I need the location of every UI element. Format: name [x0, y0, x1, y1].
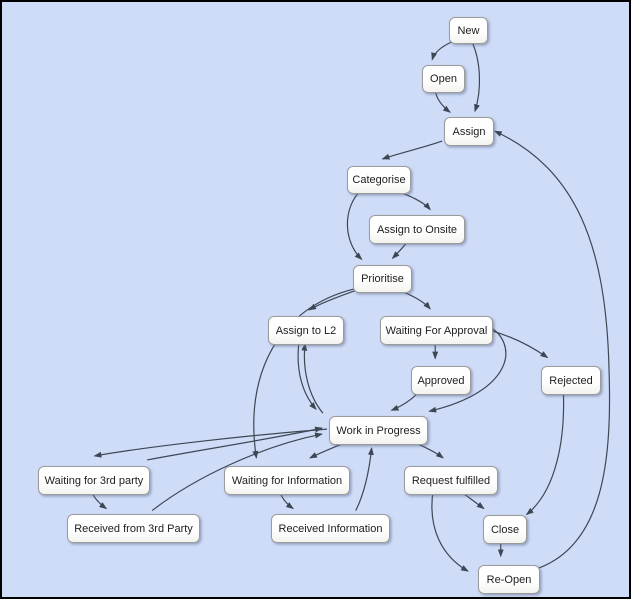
edge-r3p-to-wip [151, 432, 323, 512]
edge-new-to-assign [471, 41, 481, 113]
node-close[interactable]: Close [483, 515, 527, 544]
edge-w3p-to-wip [147, 426, 323, 461]
node-wfi[interactable]: Waiting for Information [224, 466, 350, 495]
edge-prioritise-to-l2 [308, 288, 360, 311]
edge-new-to-open [431, 41, 453, 61]
node-categorise[interactable]: Categorise [347, 166, 411, 194]
node-rf[interactable]: Request fulfilled [404, 466, 498, 495]
node-wip[interactable]: Work in Progress [329, 416, 428, 445]
edge-l2-to-wip [297, 340, 317, 411]
node-approved[interactable]: Approved [411, 366, 471, 395]
edge-open-to-assign [434, 90, 451, 113]
node-assign[interactable]: Assign [444, 117, 494, 146]
node-w3p[interactable]: Waiting for 3rd party [38, 466, 150, 495]
edge-wip-to-w3p [93, 428, 327, 458]
edge-wfa-to-rejected [487, 329, 549, 359]
node-onsite[interactable]: Assign to Onsite [369, 215, 465, 244]
edge-reopen-to-assign [493, 130, 611, 570]
edge-rejected-to-close [525, 390, 565, 516]
edge-categorise-to-prioritise [346, 190, 363, 260]
node-prioritise[interactable]: Prioritise [353, 265, 412, 293]
edge-prioritise-to-wfi [252, 288, 354, 459]
node-reopen[interactable]: Re-Open [478, 565, 540, 594]
node-open[interactable]: Open [422, 65, 465, 93]
node-new[interactable]: New [449, 17, 488, 44]
edge-assign-to-categorise [381, 140, 443, 160]
edge-rf-to-reopen [431, 489, 469, 572]
node-r3p[interactable]: Received from 3rd Party [67, 514, 200, 543]
node-ri[interactable]: Received Information [271, 514, 390, 543]
edge-wip-to-l2 [301, 342, 324, 414]
node-wfa[interactable]: Waiting For Approval [380, 316, 493, 345]
node-l2[interactable]: Assign to L2 [268, 316, 344, 345]
edge-ri-to-wip [355, 447, 374, 511]
edge-wfa-to-wip [428, 325, 507, 413]
node-rejected[interactable]: Rejected [541, 366, 601, 395]
